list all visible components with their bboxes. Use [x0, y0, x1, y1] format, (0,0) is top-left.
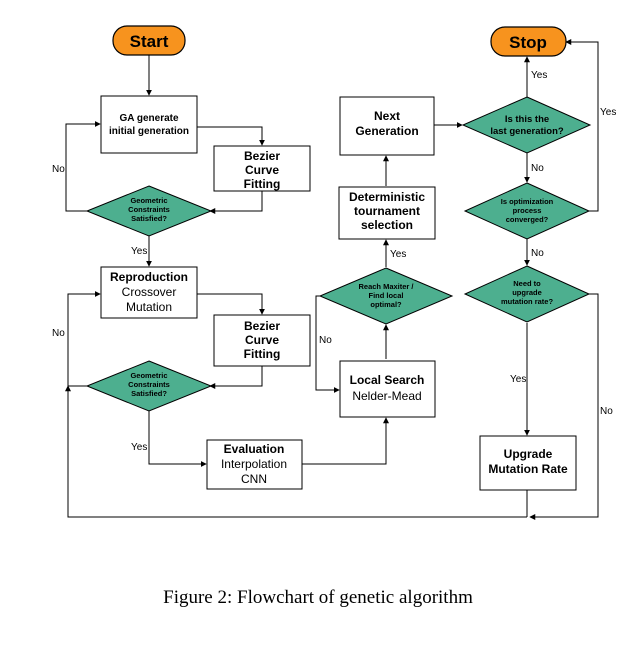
geometric-1-line-2: Constraints — [128, 205, 170, 214]
label-yes-last: Yes — [531, 70, 547, 81]
ga-generate-line-1: GA generate — [119, 113, 179, 124]
bezier-2-line-2: Curve — [245, 333, 279, 347]
label-yes-reach: Yes — [390, 249, 406, 260]
edge-converged-yes — [565, 39, 599, 212]
reach-maxiter-line-2: Find local — [368, 291, 403, 300]
bezier-2-line-1: Bezier — [244, 319, 280, 333]
upgrade-rate-line-2: Mutation Rate — [488, 462, 568, 476]
deterministic-line-2: tournament — [354, 204, 420, 218]
edge-ga-bezier1 — [197, 126, 265, 146]
edge-bezier2-geo2 — [209, 365, 263, 389]
need-upgrade-line-2: upgrade — [512, 288, 542, 297]
edge-eval-local — [302, 417, 389, 465]
edge-need-no — [529, 293, 599, 520]
bezier-1-line-1: Bezier — [244, 149, 280, 163]
label-yes-geo2: Yes — [131, 442, 147, 453]
upgrade-rate-box: Upgrade Mutation Rate — [479, 435, 577, 491]
converged-decision: Is optimization process converged? — [463, 182, 591, 240]
last-generation-line-1: Is this the — [505, 114, 549, 125]
bezier-box-2: Bezier Curve Fitting — [213, 314, 311, 367]
bezier-box-1: Bezier Curve Fitting — [213, 145, 311, 192]
start-terminal: Start — [112, 25, 186, 56]
need-upgrade-line-1: Need to — [513, 279, 541, 288]
local-search-title: Local Search — [350, 373, 425, 387]
edge-loop-back — [65, 385, 527, 518]
geometric-decision-2: Geometric Constraints Satisfied? — [85, 360, 213, 412]
evaluation-box: Evaluation Interpolation CNN — [206, 439, 303, 490]
bezier-2-line-3: Fitting — [244, 347, 281, 361]
label-yes-need: Yes — [510, 374, 526, 385]
edge-geo2-no — [67, 291, 101, 387]
label-yes-converged: Yes — [600, 107, 616, 118]
need-upgrade-decision: Need to upgrade mutation rate? — [463, 265, 591, 323]
deterministic-box: Deterministic tournament selection — [338, 186, 436, 240]
geometric-1-line-1: Geometric — [130, 196, 167, 205]
next-generation-box: Next Generation — [339, 96, 435, 156]
label-yes-geo1: Yes — [131, 246, 147, 257]
geometric-2-line-3: Satisfied? — [131, 389, 167, 398]
reproduction-line-2: Crossover — [122, 285, 177, 299]
local-search-line-2: Nelder-Mead — [352, 389, 421, 403]
label-no-need: No — [600, 406, 613, 417]
stop-label: Stop — [509, 33, 547, 52]
start-label: Start — [130, 32, 169, 51]
geometric-2-line-1: Geometric — [130, 371, 167, 380]
bezier-1-line-2: Curve — [245, 163, 279, 177]
edge-repro-bezier2 — [197, 293, 265, 315]
figure-caption: Figure 2: Flowchart of genetic algorithm — [163, 587, 473, 608]
geometric-1-line-3: Satisfied? — [131, 214, 167, 223]
deterministic-line-1: Deterministic — [349, 190, 425, 204]
deterministic-line-3: selection — [361, 218, 413, 232]
ga-generate-line-2: initial generation — [109, 126, 189, 137]
reproduction-title: Reproduction — [110, 270, 188, 284]
ga-generate-box: GA generate initial generation — [100, 95, 198, 154]
upgrade-rate-line-1: Upgrade — [504, 447, 553, 461]
reproduction-box: Reproduction Crossover Mutation — [100, 266, 198, 319]
label-no-geo1: No — [52, 164, 65, 175]
stop-terminal: Stop — [490, 26, 567, 57]
last-generation-decision: Is this the last generation? — [461, 96, 592, 154]
reach-maxiter-line-1: Reach Maxiter / — [358, 282, 414, 291]
converged-line-1: Is optimization — [501, 197, 554, 206]
converged-line-2: process — [513, 206, 542, 215]
label-no-reach: No — [319, 335, 332, 346]
evaluation-line-3: CNN — [241, 472, 267, 486]
label-no-last: No — [531, 163, 544, 174]
bezier-1-line-3: Fitting — [244, 177, 281, 191]
converged-line-3: converged? — [506, 215, 549, 224]
reach-maxiter-line-3: optimal? — [370, 300, 402, 309]
next-generation-line-1: Next — [374, 109, 400, 123]
reproduction-line-3: Mutation — [126, 300, 172, 314]
evaluation-title: Evaluation — [224, 442, 285, 456]
geometric-decision-1: Geometric Constraints Satisfied? — [85, 185, 213, 237]
reach-maxiter-decision: Reach Maxiter / Find local optimal? — [318, 267, 454, 325]
label-no-geo2: No — [52, 328, 65, 339]
edge-geo2-yes — [148, 411, 207, 467]
evaluation-line-2: Interpolation — [221, 457, 287, 471]
edge-reach-no — [315, 295, 340, 393]
last-generation-line-2: last generation? — [490, 126, 564, 137]
edge-bezier1-geo1 — [209, 190, 263, 214]
edge-geo1-no — [65, 121, 101, 212]
connectors — [65, 39, 599, 520]
need-upgrade-line-3: mutation rate? — [501, 297, 554, 306]
next-generation-line-2: Generation — [355, 124, 418, 138]
label-no-converged: No — [531, 248, 544, 259]
local-search-box: Local Search Nelder-Mead — [339, 360, 436, 418]
geometric-2-line-2: Constraints — [128, 380, 170, 389]
